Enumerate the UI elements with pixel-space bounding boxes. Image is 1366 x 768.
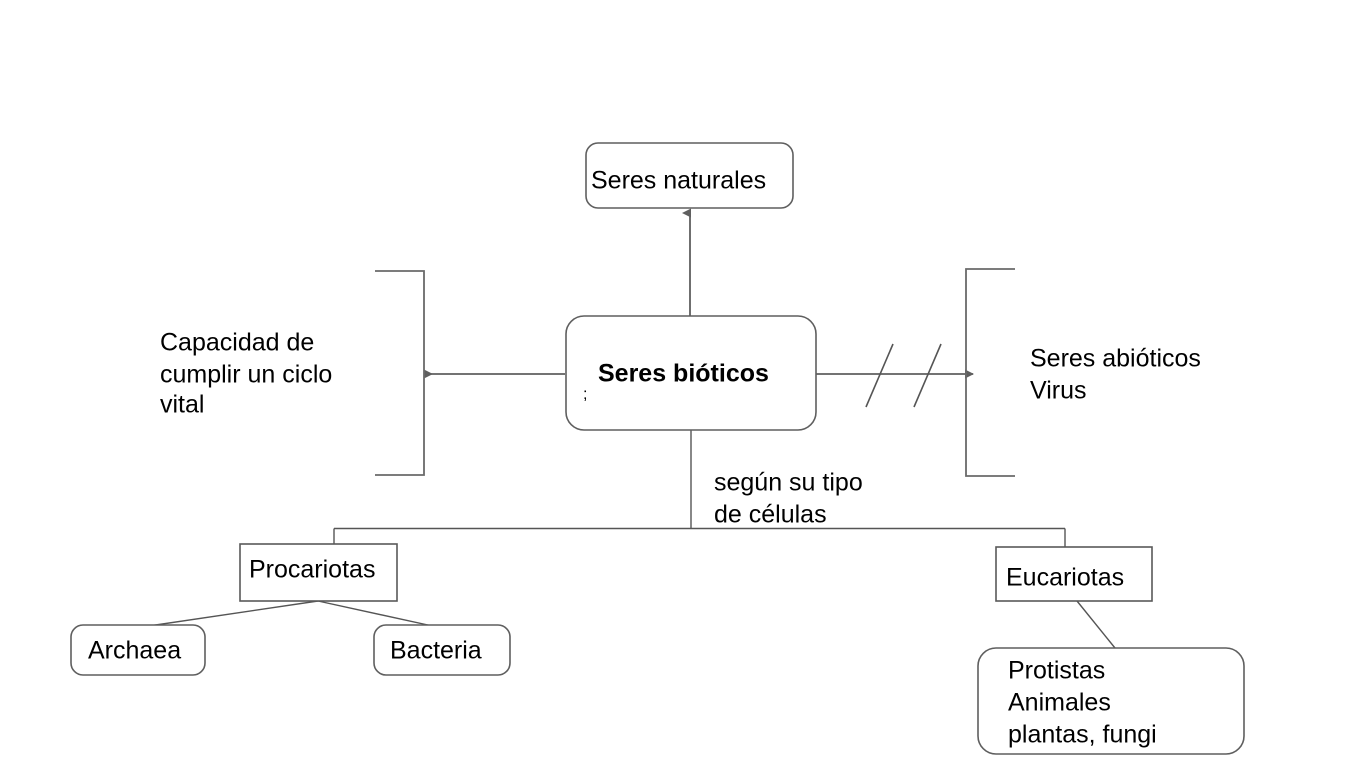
label-left-line-3: vital bbox=[160, 391, 204, 419]
label-left-line-2: cumplir un ciclo bbox=[160, 361, 332, 389]
connector-procariotas-to-bacteria bbox=[317, 600, 438, 628]
node-seres-bioticos-label: Seres bióticos bbox=[598, 360, 769, 388]
node-protistas-line-2: Animales bbox=[1008, 689, 1111, 717]
node-eucariotas-box[interactable] bbox=[995, 546, 1153, 602]
label-branch-line-2: de células bbox=[714, 501, 827, 529]
node-seres-bioticos[interactable]: Seres bióticos ; bbox=[565, 315, 817, 431]
label-capacidad-ciclo-vital: Capacidad de cumplir un ciclo vital bbox=[160, 329, 332, 419]
node-bacteria[interactable]: Bacteria bbox=[373, 624, 511, 676]
node-eucariotas-label: Eucariotas bbox=[1006, 564, 1124, 592]
node-seres-naturales[interactable]: Seres naturales bbox=[585, 142, 794, 209]
node-seres-bioticos-box[interactable] bbox=[565, 315, 817, 431]
node-procariotas-label: Procariotas bbox=[249, 556, 375, 584]
node-protistas[interactable]: Protistas Animales plantas, fungi bbox=[977, 647, 1245, 755]
node-bacteria-label: Bacteria bbox=[390, 637, 482, 665]
label-left-line-1: Capacidad de bbox=[160, 329, 314, 357]
node-bacteria-box[interactable] bbox=[373, 624, 511, 676]
node-archaea-label: Archaea bbox=[88, 637, 181, 665]
negation-slash-first bbox=[865, 343, 894, 408]
left-bracket bbox=[375, 270, 425, 476]
node-archaea[interactable]: Archaea bbox=[70, 624, 206, 676]
node-procariotas[interactable]: Procariotas bbox=[239, 543, 398, 602]
right-bracket bbox=[965, 268, 1015, 477]
node-seres-naturales-box[interactable] bbox=[585, 142, 794, 209]
negation-slash-second bbox=[913, 343, 942, 408]
node-procariotas-box[interactable] bbox=[239, 543, 398, 602]
node-archaea-box[interactable] bbox=[70, 624, 206, 676]
label-segun-tipo-celulas: según su tipo de células bbox=[714, 469, 863, 529]
node-seres-naturales-label: Seres naturales bbox=[591, 167, 766, 195]
node-protistas-box[interactable] bbox=[977, 647, 1245, 755]
label-right-line-2: Virus bbox=[1030, 377, 1087, 405]
label-seres-abioticos-virus: Seres abióticos Virus bbox=[1030, 345, 1201, 405]
label-branch-line-1: según su tipo bbox=[714, 469, 863, 497]
node-eucariotas[interactable]: Eucariotas bbox=[995, 546, 1153, 602]
node-protistas-line-3: plantas, fungi bbox=[1008, 721, 1157, 749]
connector-eucariotas-to-protistas bbox=[1076, 600, 1116, 649]
label-right-line-1: Seres abióticos bbox=[1030, 345, 1201, 373]
connector-procariotas-to-archaea bbox=[141, 600, 319, 628]
stray-mark: ; bbox=[583, 386, 587, 403]
node-protistas-line-1: Protistas bbox=[1008, 657, 1105, 685]
